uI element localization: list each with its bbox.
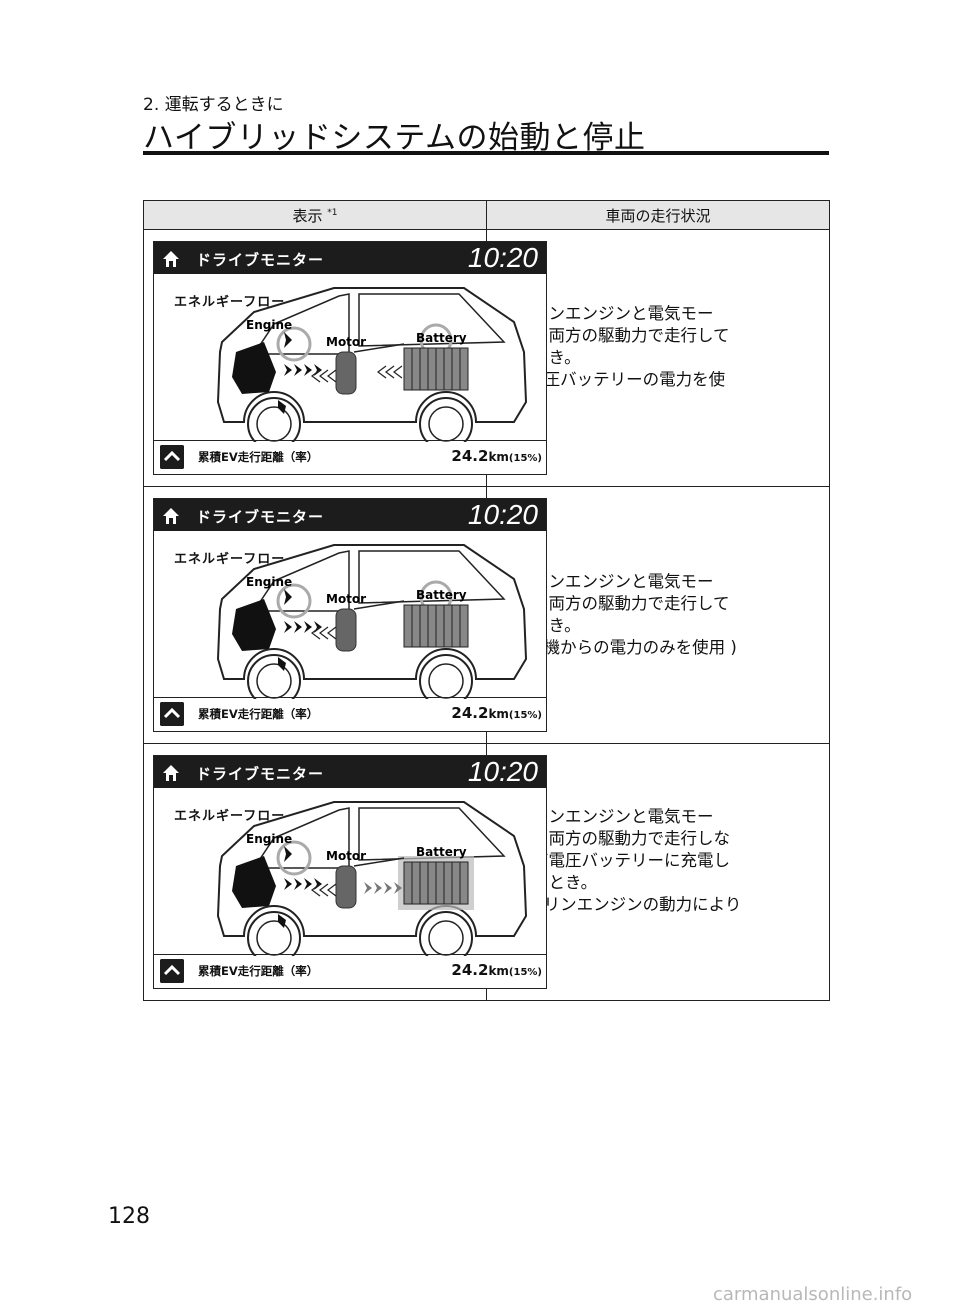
condition-line: いるとき。 <box>499 615 819 637</box>
home-icon <box>163 765 179 781</box>
condition-line: ガソリンエンジンと電気モー <box>499 807 714 826</box>
ev-distance-footer: 累積EV走行距離（率） 24.2km(15%) <box>154 440 546 474</box>
table-header-row: 表示 *1 車両の走行状況 <box>143 200 830 230</box>
condition-line: ( 発電機からの電力のみを使用 ) <box>499 638 737 657</box>
ev-distance-number: 24.2 <box>451 704 489 722</box>
page-title: ハイブリッドシステムの始動と停止 <box>143 120 646 156</box>
table-row: ドライブモニター 10:20 エネルギーフロー <box>143 743 830 1001</box>
monitor-title-bar: ドライブモニター 10:20 <box>154 756 546 788</box>
ev-distance-number: 24.2 <box>451 961 489 979</box>
display-cell: ドライブモニター 10:20 エネルギーフロー <box>143 743 547 1001</box>
energy-flow-label: エネルギーフロー <box>174 809 286 824</box>
column-header-display: 表示 *1 <box>143 200 487 230</box>
ev-distance-number: 24.2 <box>451 447 489 465</box>
condition-line: がら高電圧バッテリーに充電し <box>499 851 730 870</box>
condition-line: ガソリンエンジンと電気モー <box>499 304 714 323</box>
condition-line: ガソリンエンジンと電気モー <box>499 572 714 591</box>
display-cell: ドライブモニター 10:20 エネルギーフロー <box>143 229 547 487</box>
watermark: carmanualsonline.info <box>713 1284 913 1305</box>
chevron-up-icon <box>160 959 184 983</box>
ev-distance-footer: 累積EV走行距離（率） 24.2km(15%) <box>154 697 546 731</box>
ev-distance-unit: km <box>488 450 509 464</box>
battery-label: Battery <box>416 845 467 859</box>
engine-label: Engine <box>246 832 292 846</box>
display-cell: ドライブモニター 10:20 エネルギーフロー <box>143 486 547 744</box>
motor-label: Motor <box>326 849 366 863</box>
clock: 10:20 <box>467 242 538 273</box>
battery-label: Battery <box>416 331 467 345</box>
condition-line: ターの両方の駆動力で走行して <box>499 326 730 345</box>
footnote-mark: *1 <box>327 207 338 218</box>
drive-monitor-screen: ドライブモニター 10:20 エネルギーフロー <box>153 241 547 475</box>
table-row: ドライブモニター 10:20 エネルギーフロー <box>143 229 830 487</box>
condition-line: 発電 ) <box>499 916 819 938</box>
ev-distance-label: 累積EV走行距離（率） <box>198 450 319 464</box>
condition-line: ターの両方の駆動力で走行しな <box>499 829 730 848</box>
motor-label: Motor <box>326 592 366 606</box>
column-header-display-label: 表示 <box>292 206 323 225</box>
ev-distance-footer: 累積EV走行距離（率） 24.2km(15%) <box>154 954 546 988</box>
energy-flow-diagram: Engine Motor Battery <box>216 801 528 956</box>
status-table: 表示 *1 車両の走行状況 ドライブモニター 10:20 エネルギーフロー <box>143 200 830 1001</box>
chevron-up-icon <box>160 445 184 469</box>
energy-flow-diagram: Engine Motor Battery <box>216 287 528 442</box>
ev-distance-rate: (15%) <box>508 453 542 464</box>
condition-line: いるとき。 <box>499 347 819 369</box>
clock: 10:20 <box>467 756 538 787</box>
energy-flow-label: エネルギーフロー <box>174 552 286 567</box>
column-header-condition: 車両の走行状況 <box>486 200 830 230</box>
section-heading: 2. 運転するときに <box>143 95 284 115</box>
ev-distance-unit: km <box>488 707 509 721</box>
condition-line: ているとき。 <box>499 873 598 892</box>
engine-label: Engine <box>246 575 292 589</box>
clock: 10:20 <box>467 499 538 530</box>
monitor-title-bar: ドライブモニター 10:20 <box>154 499 546 531</box>
ev-distance-label: 累積EV走行距離（率） <box>198 707 319 721</box>
table-row: ドライブモニター 10:20 エネルギーフロー <box>143 486 830 744</box>
monitor-title-bar: ドライブモニター 10:20 <box>154 242 546 274</box>
condition-line: ターの両方の駆動力で走行して <box>499 594 730 613</box>
ev-distance-value: 24.2km(15%) <box>451 446 542 465</box>
page-number: 128 <box>108 1204 150 1229</box>
monitor-title: ドライブモニター <box>196 508 325 526</box>
motor-label: Motor <box>326 335 366 349</box>
title-rule <box>143 151 829 155</box>
battery-label: Battery <box>416 588 467 602</box>
drive-monitor-screen: ドライブモニター 10:20 エネルギーフロー <box>153 755 547 989</box>
chevron-up-icon <box>160 702 184 726</box>
condition-line: ( ガソリンエンジンの動力により <box>499 895 742 914</box>
drive-monitor-screen: ドライブモニター 10:20 エネルギーフロー <box>153 498 547 732</box>
monitor-title: ドライブモニター <box>196 251 325 269</box>
condition-line: 用 ) <box>499 391 819 413</box>
home-icon <box>163 251 179 267</box>
energy-flow-label: エネルギーフロー <box>174 295 286 310</box>
condition-line: ( 高電圧バッテリーの電力を使 <box>499 370 726 389</box>
ev-distance-label: 累積EV走行距離（率） <box>198 964 319 978</box>
energy-flow-diagram: Engine Motor Battery <box>216 544 528 699</box>
ev-distance-unit: km <box>488 964 509 978</box>
home-icon <box>163 508 179 524</box>
ev-distance-rate: (15%) <box>508 710 542 721</box>
ev-distance-value: 24.2km(15%) <box>451 703 542 722</box>
monitor-title: ドライブモニター <box>196 765 325 783</box>
engine-label: Engine <box>246 318 292 332</box>
ev-distance-value: 24.2km(15%) <box>451 960 542 979</box>
ev-distance-rate: (15%) <box>508 967 542 978</box>
